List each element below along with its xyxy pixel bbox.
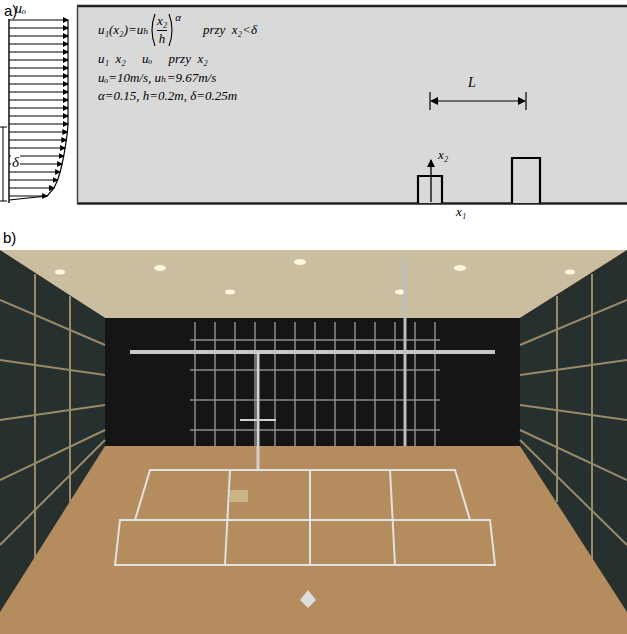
fraction-bar [157, 30, 167, 31]
velocity-arrow [9, 172, 60, 173]
formula-row: u₁(x₂)=uₕ x₂ hα przy x₂<δ [98, 13, 257, 47]
velocity-arrow [9, 44, 68, 45]
velocity-arrow [9, 68, 68, 69]
velocity-arrow [9, 20, 68, 21]
fraction-numerator: x₂ [157, 14, 167, 29]
parameter-line: uₒ=10m/s, uₕ=9.67m/s [98, 71, 216, 86]
velocity-label: uₒ [15, 1, 26, 17]
formula-text: u₁(x₂)=uₕ [98, 23, 149, 38]
velocity-arrow [9, 180, 58, 181]
velocity-arrow [9, 100, 68, 101]
velocity-arrow [9, 132, 67, 133]
bracket [149, 13, 156, 47]
velocity-arrow [9, 36, 68, 37]
dimension-label: δ [11, 154, 20, 171]
profile-curve [9, 20, 68, 200]
fraction: x₂ h [157, 14, 167, 47]
velocity-arrow [9, 60, 68, 61]
velocity-arrow [9, 92, 68, 93]
axis-label: x₂ [438, 148, 448, 163]
tunnel-region: u₁(x₂)=uₕ x₂ hα przy x₂<δ u₁ x₂ uₒ przy x₂ uₒ… [78, 7, 627, 203]
axis-label: x₁ [456, 205, 466, 220]
velocity-arrow [9, 124, 68, 125]
velocity-arrow [9, 52, 68, 53]
velocity-arrow [9, 188, 54, 189]
part-label: b) [3, 229, 16, 246]
condition-text: przy x₂<δ [203, 23, 257, 38]
velocity-arrow [9, 28, 68, 29]
formula-line: u₁ x₂ uₒ przy x₂ [98, 52, 208, 67]
velocity-arrow [9, 116, 68, 117]
exponent: α [175, 11, 181, 24]
velocity-arrow [9, 140, 66, 141]
bracket [168, 13, 175, 47]
dimension-label: L [468, 75, 476, 91]
velocity-arrow [9, 148, 65, 149]
velocity-arrow [9, 84, 68, 85]
wind-tunnel-photo [0, 250, 627, 634]
parameter-line: α=0.15, h=0.2m, δ=0.25m [98, 89, 237, 104]
velocity-arrow [9, 108, 68, 109]
fraction-denominator: h [159, 32, 166, 47]
velocity-profile [9, 20, 68, 200]
velocity-arrow [9, 76, 68, 77]
